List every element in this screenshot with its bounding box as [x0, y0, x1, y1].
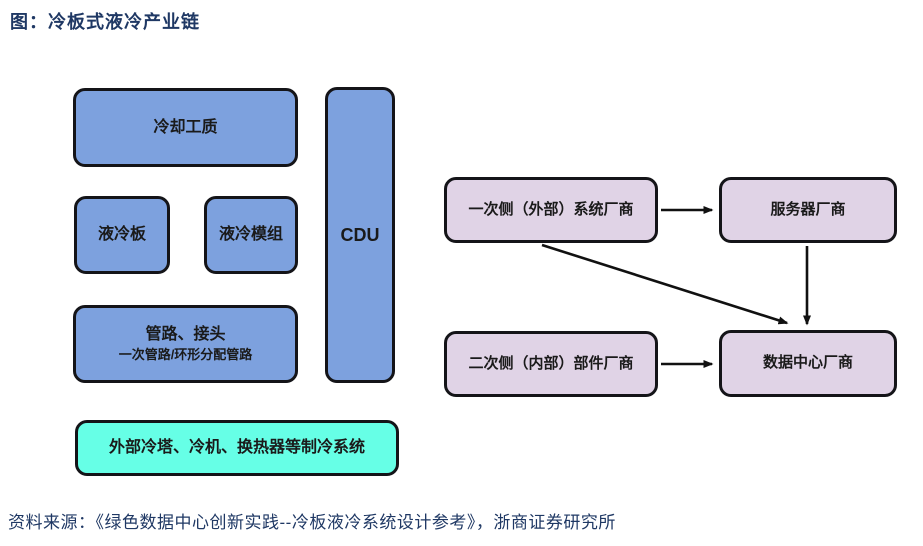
external-cooling-label: 外部冷塔、冷机、换热器等制冷系统 [108, 439, 365, 456]
source-note: 资料来源：《绿色数据中心创新实践--冷板液冷系统设计参考》，浙商证券研究所 [8, 513, 616, 532]
coolant-box: 冷却工质 [73, 88, 298, 167]
datacenter-vendor-label: 数据中心厂商 [762, 354, 853, 372]
figure-title: 图：冷板式液冷产业链 [10, 12, 200, 32]
primary-side-vendor-label: 一次侧（外部）系统厂商 [468, 200, 634, 218]
secondary-side-vendor-label: 二次侧（内部）部件厂商 [468, 354, 634, 372]
datacenter-vendor-box: 数据中心厂商 [719, 330, 897, 397]
piping-title-label: 管路、接头 [145, 325, 226, 343]
arrow-primary-to-datacenter [541, 243, 789, 325]
piping-subtitle-label: 一次管路/环形分配管路 [118, 346, 253, 362]
server-vendor-box: 服务器厂商 [719, 177, 897, 243]
primary-side-vendor-box: 一次侧（外部）系统厂商 [444, 177, 658, 243]
coolant-label: 冷却工质 [153, 118, 218, 136]
server-vendor-label: 服务器厂商 [770, 200, 846, 218]
cold-plate-label: 液冷板 [97, 226, 146, 243]
cold-plate-box: 液冷板 [74, 196, 170, 274]
cdu-label: CDU [340, 224, 380, 245]
piping-box: 管路、接头 一次管路/环形分配管路 [73, 305, 298, 383]
secondary-side-vendor-box: 二次侧（内部）部件厂商 [444, 331, 658, 397]
cooling-module-box: 液冷模组 [204, 196, 298, 274]
external-cooling-box: 外部冷塔、冷机、换热器等制冷系统 [75, 420, 399, 476]
cdu-box: CDU [325, 87, 395, 383]
cooling-module-label: 液冷模组 [218, 226, 283, 243]
